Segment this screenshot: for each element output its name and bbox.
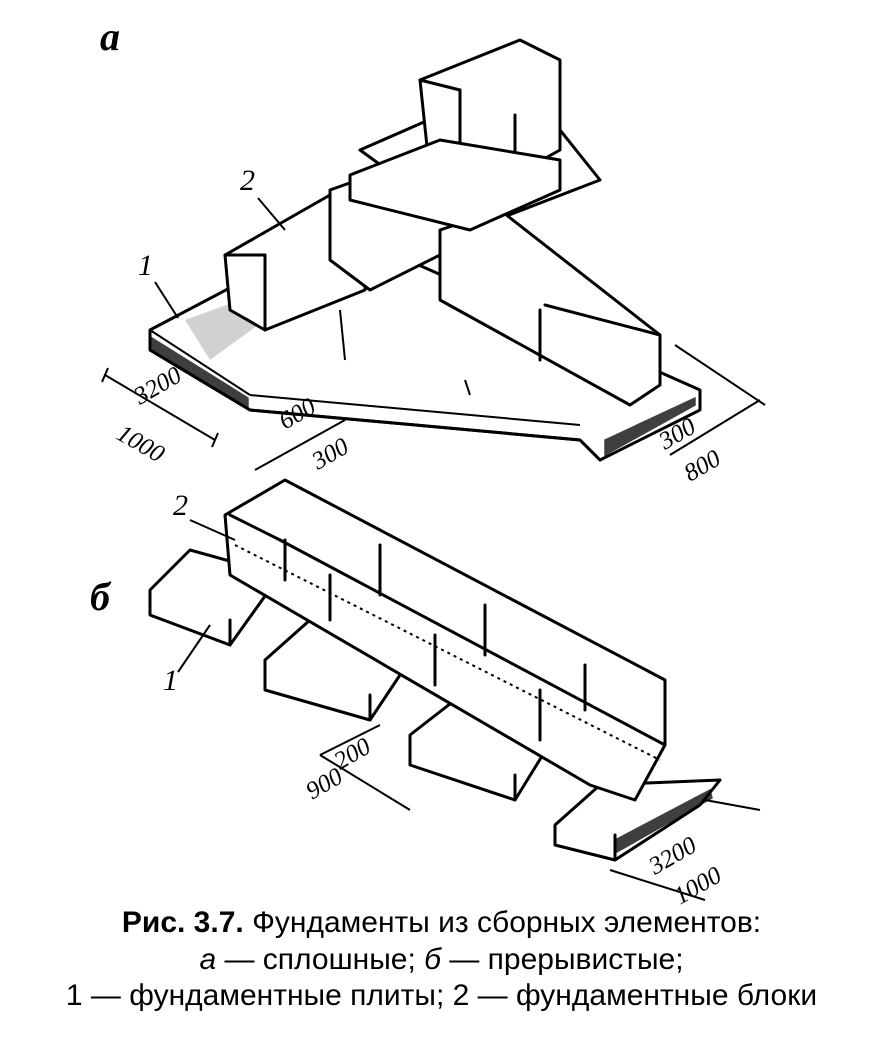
- dimensions-a: [101, 344, 766, 471]
- foundation-drawing: а 2 1 3200 1000 600 300 300 800: [90, 14, 766, 905]
- diagram-a: а 2 1 3200 1000 600 300 300 800: [100, 14, 766, 487]
- caption-a-text: — сплошные;: [216, 942, 425, 976]
- foundation-blocks-b: [223, 478, 667, 802]
- foundation-blocks-a: [223, 38, 662, 407]
- dim-a-plate-length: 3200: [129, 362, 187, 411]
- caption-line-1: Рис. 3.7. Фундаменты из сборных элементо…: [0, 905, 883, 942]
- figure-caption: Рис. 3.7. Фундаменты из сборных элементо…: [0, 905, 883, 1015]
- caption-b-text: — прерывистые;: [441, 942, 684, 976]
- part-label-b: б: [90, 574, 112, 619]
- dim-a-gap: 300: [307, 433, 354, 476]
- dim-a-right-large: 800: [680, 445, 726, 487]
- dimensions-b: [319, 724, 761, 901]
- figure-number: Рис. 3.7.: [121, 906, 244, 939]
- caption-a-letter: а: [199, 942, 217, 976]
- part-label-a: а: [100, 14, 120, 59]
- callout-b-1: 1: [163, 664, 178, 697]
- diagram-b: б 2 1 200 900 3200 1000: [90, 478, 761, 905]
- callout-a-1: 1: [138, 249, 153, 282]
- foundation-plates-b: [148, 548, 722, 862]
- caption-b-letter: б: [424, 942, 441, 976]
- dim-a-plate-width: 1000: [112, 420, 169, 469]
- caption-line-3: 1 — фундаментные плиты; 2 — фундаментные…: [65, 979, 818, 1013]
- caption-line-2: а — сплошные; б — прерывистые;: [0, 942, 883, 979]
- callout-a-2: 2: [240, 164, 255, 197]
- caption-title: Фундаменты из сборных элементов:: [252, 906, 762, 939]
- callout-b-2: 2: [173, 489, 188, 522]
